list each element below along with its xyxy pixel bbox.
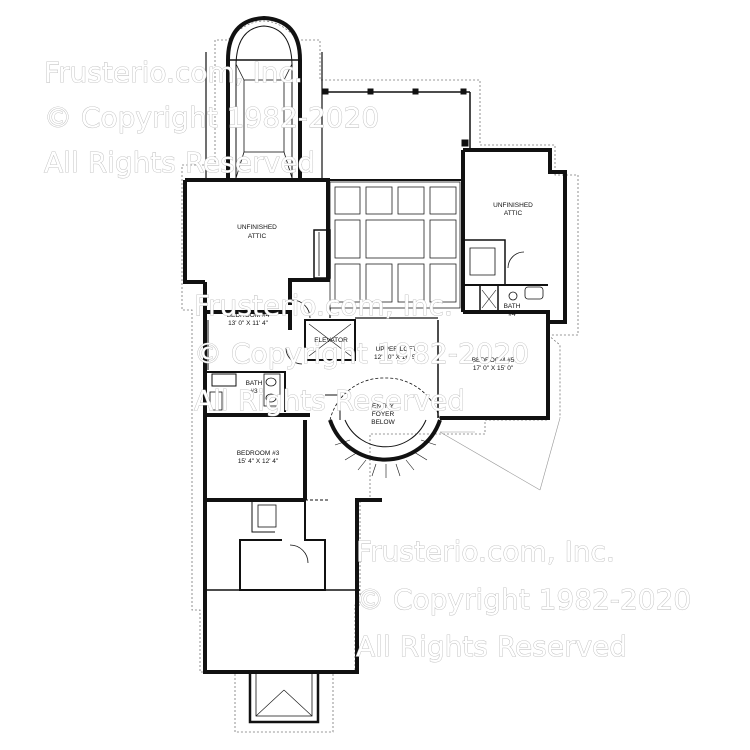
bedroom3-size: 15' 4" X 12' 4" (238, 458, 279, 465)
elevator-shaft (308, 323, 352, 357)
bedroom4-name: BEDROOM #4 (227, 312, 270, 319)
watermark-middle-line3: All Rights Reserved (194, 384, 465, 417)
right-attic (461, 148, 567, 324)
bottom-bay (248, 672, 320, 724)
roof-outline (181, 20, 579, 733)
watermark-bottom: Frusterio.com, Inc. © Copyright 1982-202… (356, 535, 692, 664)
bedroom5-size: 17' 0" X 15' 0" (473, 365, 514, 372)
open-to-below-grid (329, 181, 461, 309)
lower-wing (203, 498, 382, 674)
watermark-bottom-line3: All Rights Reserved (356, 630, 627, 663)
upper-loft-size: 12' 10" X 16' 5" (374, 354, 419, 361)
left-attic (183, 178, 331, 305)
watermark-top: Frusterio.com, Inc. © Copyright 1982-202… (44, 56, 380, 180)
roof-hip-lines (439, 417, 561, 491)
watermark-top-line2: © Copyright 1982-2020 (44, 101, 379, 134)
watermark-top-line1: Frusterio.com, Inc. (44, 56, 303, 89)
bedroom4-details (207, 299, 311, 370)
loft-railing (329, 308, 438, 319)
attic-left-label-1: UNFINISHED (237, 224, 277, 231)
bath3-label-1: BATH (246, 380, 263, 387)
watermark-bottom-line2: © Copyright 1982-2020 (356, 583, 691, 616)
watermark-top-line3: All Rights Reserved (44, 146, 315, 179)
upper-loft-name: UPPER LOFT (376, 346, 417, 353)
elevator-label: ELEVATOR (314, 337, 348, 344)
watermark-middle: Frusterio.com, Inc. © Copyright 1982-202… (194, 289, 530, 418)
bedroom3-name: BEDROOM #3 (237, 450, 280, 457)
watermark-middle-line1: Frusterio.com, Inc. (194, 289, 453, 322)
bedroom4-size: 13' 0" X 11' 4" (228, 320, 269, 327)
watermark-bottom-line1: Frusterio.com, Inc. (356, 535, 615, 568)
attic-left-label-2: ATTIC (248, 233, 267, 240)
bath3-label-2: #3 (250, 388, 258, 395)
bath4-label-2: #4 (508, 311, 516, 318)
attic-right-label-2: ATTIC (504, 210, 523, 217)
entry-label-1: ENTRY (372, 403, 395, 410)
entry-label-2: FOYER (372, 411, 395, 418)
attic-right-label-1: UNFINISHED (493, 202, 533, 209)
top-tower (205, 15, 323, 180)
bedroom5-name: BEDROOM #5 (472, 357, 515, 364)
bath4-label-1: BATH (504, 303, 521, 310)
watermark-middle-line2: © Copyright 1982-2020 (194, 337, 529, 370)
bath3-details (209, 373, 281, 411)
entry-label-3: BELOW (371, 419, 395, 426)
curved-staircase (325, 377, 442, 478)
room-labels: UNFINISHED ATTIC UNFINISHED ATTIC BEDROO… (227, 202, 533, 465)
terrace (322, 88, 471, 181)
